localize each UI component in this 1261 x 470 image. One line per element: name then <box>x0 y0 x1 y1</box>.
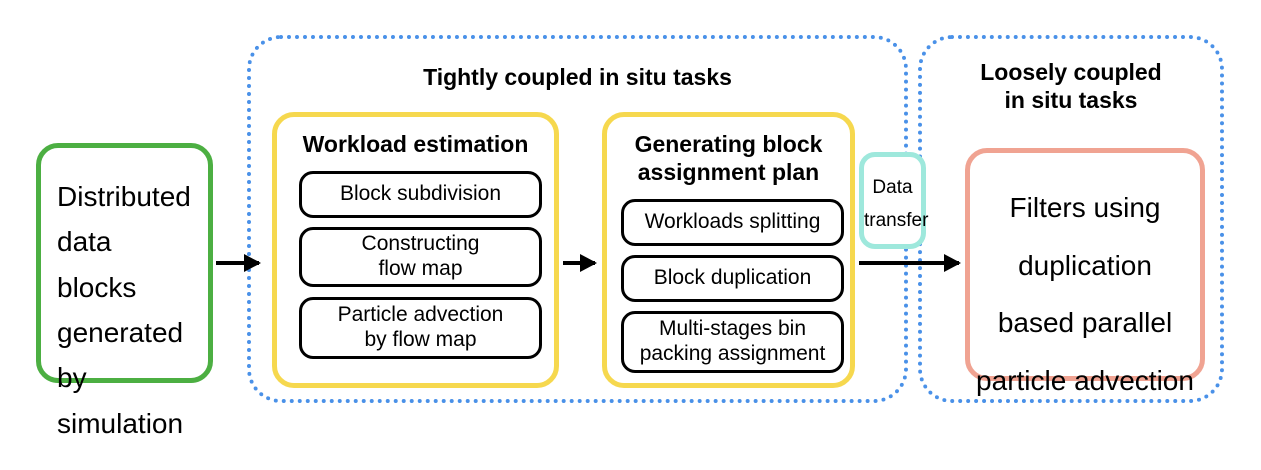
data-transfer-box: Data transfer <box>859 152 929 249</box>
arrow-assignment-to-result <box>859 261 959 265</box>
source-data-box: Distributed data blocks generated by sim… <box>36 143 213 439</box>
result-filters-box: Filters using duplication based parallel… <box>965 148 1205 396</box>
step-workloads-splitting[interactable]: Workloads splitting <box>621 199 844 246</box>
region-tightly-coupled-title: Tightly coupled in situ tasks <box>423 64 732 90</box>
region-loosely-coupled-title: Loosely coupled in situ tasks <box>980 59 1162 114</box>
step-particle-advection-by-flow-map[interactable]: Particle advection by flow map <box>299 297 542 359</box>
step-block-subdivision[interactable]: Block subdivision <box>299 171 542 218</box>
data-transfer-box-label: Data transfer <box>864 177 929 232</box>
step-block-duplication-label: Block duplication <box>653 266 812 290</box>
step-multistage-bin-packing-label: Multi-stages bin packing assignment <box>639 317 826 365</box>
step-constructing-flow-map-label: Constructing flow map <box>361 232 480 280</box>
step-constructing-flow-map[interactable]: Constructing flow map <box>299 227 542 287</box>
step-block-duplication[interactable]: Block duplication <box>621 255 844 302</box>
arrow-source-to-workload <box>216 261 259 265</box>
group-block-assignment-plan-heading: Generating block assignment plan <box>634 131 823 185</box>
group-block-assignment-plan: Generating block assignment plan Workloa… <box>602 112 855 388</box>
step-multistage-bin-packing[interactable]: Multi-stages bin packing assignment <box>621 311 844 373</box>
step-workloads-splitting-label: Workloads splitting <box>644 210 821 234</box>
source-data-box-label: Distributed data blocks generated by sim… <box>57 181 191 439</box>
result-filters-box-label: Filters using duplication based parallel… <box>976 192 1194 397</box>
step-block-subdivision-label: Block subdivision <box>339 182 502 206</box>
step-particle-advection-by-flow-map-label: Particle advection by flow map <box>337 303 504 351</box>
group-workload-estimation: Workload estimation Block subdivision Co… <box>272 112 559 388</box>
arrow-workload-to-assignment <box>563 261 595 265</box>
group-workload-estimation-heading: Workload estimation <box>302 131 529 157</box>
